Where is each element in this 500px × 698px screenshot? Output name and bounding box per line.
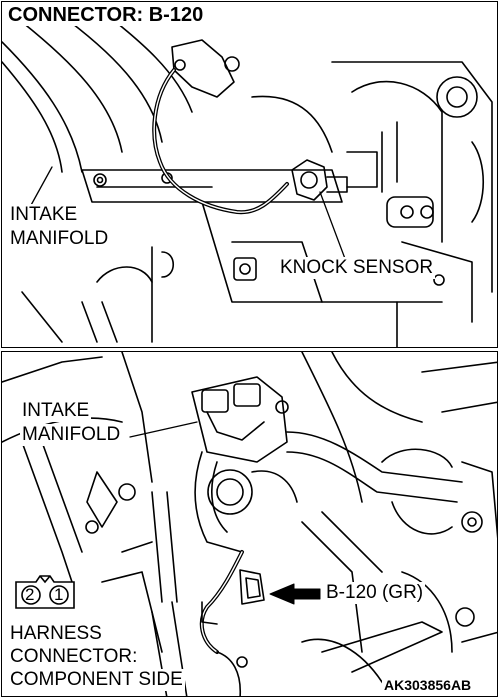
connector-bottom-illustration <box>2 352 497 696</box>
harness-label-line1: HARNESS <box>8 623 104 645</box>
connector-b120-label: B-120 (GR) <box>324 582 426 604</box>
bottom-panel: INTAKE MANIFOLD B-120 (GR) 2 1 HARNESS C… <box>1 351 498 697</box>
knock-sensor-label: KNOCK SENSOR <box>278 257 436 279</box>
top-intake-label-line1: INTAKE <box>8 204 80 226</box>
harness-label-line2: CONNECTOR: <box>8 646 140 668</box>
engine-top-illustration <box>2 6 493 347</box>
top-panel: CONNECTOR: B-120 INTAKE MANIFOLD KNOCK S… <box>1 1 498 348</box>
harness-pin-diagram: 2 1 <box>14 574 76 610</box>
top-intake-label-line2: MANIFOLD <box>8 228 111 250</box>
pin-1-label: 1 <box>54 585 64 604</box>
pin-connector-outline <box>15 575 75 609</box>
figure-code: AK303856AB <box>382 674 474 696</box>
harness-label-line3: COMPONENT SIDE <box>8 669 185 691</box>
bottom-intake-label-line2: MANIFOLD <box>20 424 123 446</box>
pin-2-label: 2 <box>25 585 35 604</box>
bottom-intake-label-line1: INTAKE <box>20 400 92 422</box>
top-panel-title: CONNECTOR: B-120 <box>8 4 207 26</box>
